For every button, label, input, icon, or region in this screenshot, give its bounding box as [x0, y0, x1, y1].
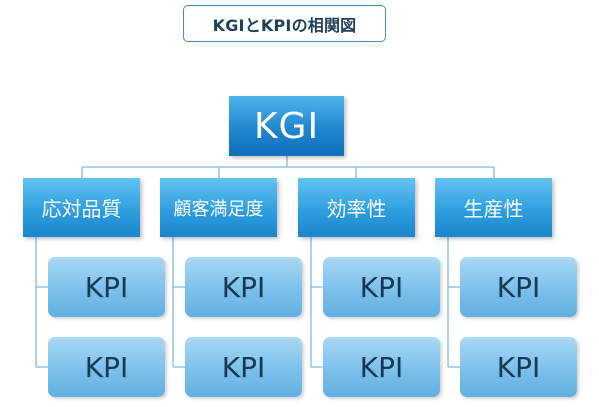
- kpi-node: KPI: [460, 257, 577, 317]
- branch-node-quality: 応対品質: [23, 178, 140, 237]
- kpi-node: KPI: [323, 257, 440, 317]
- kpi-node: KPI: [323, 337, 440, 397]
- kpi-node: KPI: [460, 337, 577, 397]
- branch-node-satisfaction: 顧客満足度: [160, 178, 277, 237]
- kpi-node: KPI: [48, 337, 165, 397]
- branch-node-productivity: 生産性: [435, 178, 552, 237]
- kgi-node: KGI: [229, 96, 344, 156]
- kpi-node: KPI: [48, 257, 165, 317]
- kpi-node: KPI: [185, 257, 302, 317]
- diagram-title: KGIとKPIの相関図: [183, 5, 386, 42]
- kpi-node: KPI: [185, 337, 302, 397]
- branch-node-efficiency: 効率性: [298, 178, 415, 237]
